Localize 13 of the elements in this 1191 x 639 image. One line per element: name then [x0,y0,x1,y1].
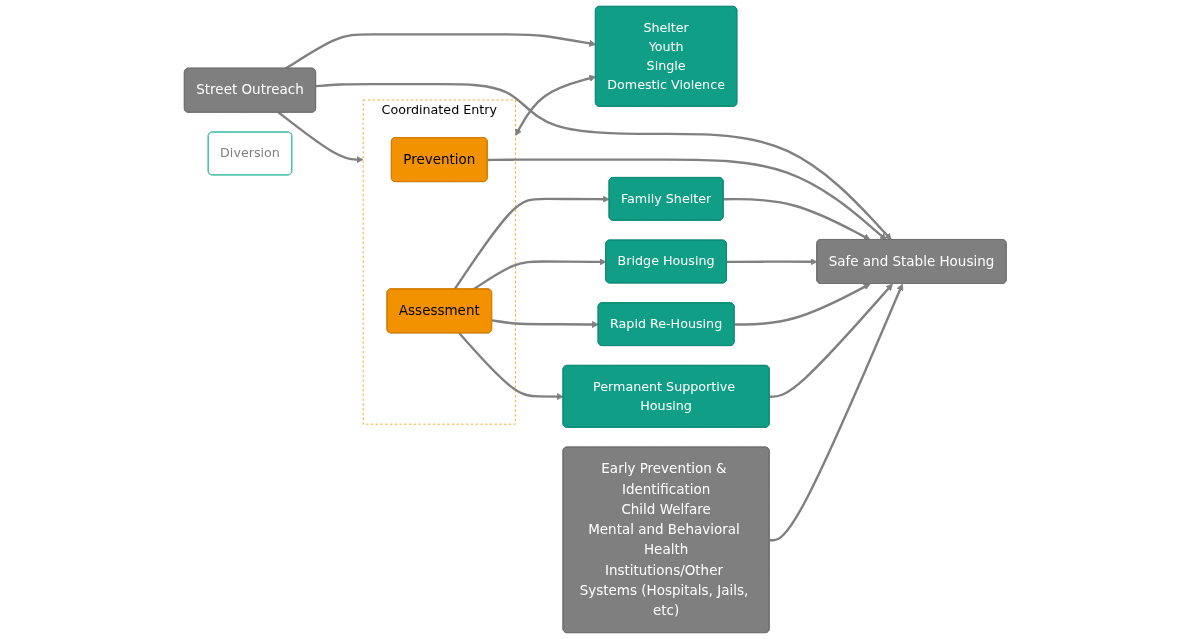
arrow [487,158,887,241]
arrow [285,33,597,70]
arrow [453,195,610,290]
arrow [727,258,818,266]
arrow [515,74,597,136]
arrow [734,283,871,326]
arrow [458,332,564,401]
arrow [277,111,364,164]
arrow [769,283,894,398]
arrow [769,283,904,542]
arrow [316,82,892,241]
arrow [723,198,871,241]
arrow [492,319,600,328]
